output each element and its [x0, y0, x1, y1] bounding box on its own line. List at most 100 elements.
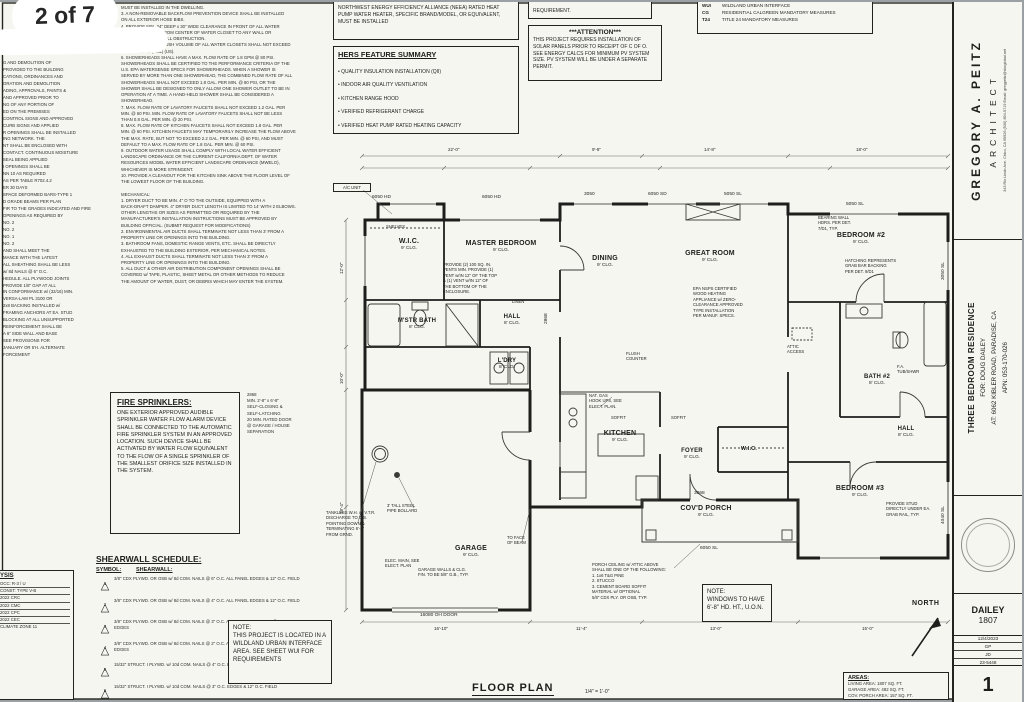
- wood-stove-note: EPA NSPS CERTIFIED WOOD HEATING APPLIANC…: [693, 286, 743, 319]
- grab-bar-backing-note: HATCHING REPRESENTS GRAB BAR BACKING PER…: [845, 258, 897, 274]
- areas-row: LIVING AREA: 1807 SQ. FT.: [848, 681, 903, 686]
- rev-row: GP: [954, 641, 1022, 650]
- analysis-title: YSIS: [0, 573, 14, 579]
- room-label-wic-2: W.I.C.: [740, 446, 758, 452]
- areas-row: GARAGE AREA: 482 SQ. FT.: [848, 687, 905, 693]
- shearwall-symbol-triangle: △6: [100, 687, 110, 700]
- fire-sprinklers-body: ONE EXTERIOR APPROVED AUDIBLE SPRINKLER …: [117, 410, 232, 475]
- legend-label: RESIDENTIAL CALGREEN MANDATORY MEASURES: [722, 9, 836, 15]
- job-model: 1807: [978, 614, 998, 625]
- window-tag: 5050 SL: [724, 192, 742, 197]
- dim-label: 11'-4": [576, 626, 588, 631]
- legend-tag: CG: [702, 9, 709, 15]
- window-tag: 6050 SL: [700, 546, 718, 551]
- analysis-row: OCC: R-3 / U: [0, 581, 26, 586]
- shearwall-row: △1 3/8" CDX PLYWD. OR OSB w/ 8d COM. NAI…: [96, 576, 334, 594]
- dim-label: 10'-0": [339, 372, 344, 384]
- architect-seal: [961, 517, 1015, 572]
- legend-label: TITLE 24 MANDATORY MEASURES: [722, 16, 798, 22]
- interior-walls: [365, 214, 948, 500]
- dim-label: 16'-10": [434, 626, 448, 631]
- dimension-lines: [343, 153, 951, 625]
- window-tag: 3050 SL: [941, 262, 946, 280]
- rev-row: JD: [954, 650, 1022, 658]
- cut-note-box: REQUIREMENT.: [528, 2, 652, 19]
- title-block-stamp: [954, 496, 1022, 594]
- fire-sprinklers-title: FIRE SPRINKLERS:: [117, 398, 192, 407]
- hers-feature-summary-box: HERS FEATURE SUMMARY • QUALITY INSULATIO…: [333, 46, 519, 134]
- shearwall-col-desc: SHEARWALL:: [136, 567, 173, 573]
- linen-label: LINEN: [512, 299, 525, 304]
- title-block-project: THREE BEDROOM RESIDENCE FOR: DOUG DAILEY…: [954, 240, 1022, 496]
- garage-gyp-note: GARAGE WALLS & CLG. FIN. TO BE 5/8" G.B.…: [418, 567, 469, 578]
- face-of-beam-note: TO FACE OF BEAM: [507, 535, 526, 546]
- hers-item: • VERIFIED REFRIGERANT CHARGE: [338, 109, 425, 116]
- general-notes-column: G AND DEMOLITION OF PROVIDED TO THE BUIL…: [3, 60, 92, 358]
- dim-label: 13'-0": [710, 626, 722, 631]
- architect-contact: 343 Rio Lindo Ave. Chico, CA 95926 (530)…: [1003, 49, 1007, 192]
- grab-rail-stud-note: PROVIDE STUD DIRECTLY UNDER EA. GRAB RAI…: [886, 501, 931, 517]
- window-tag: 4040 SL: [941, 506, 946, 524]
- analysis-row: 2022 CRC: [0, 594, 70, 601]
- project-address: AT: 6062 KIBLER ROAD, PARADISE, CA: [991, 310, 998, 425]
- dim-label: 22'-0": [448, 147, 460, 152]
- shearwall-symbol-triangle: △5: [100, 666, 110, 678]
- shelves-label: SHELVES: [386, 224, 406, 229]
- legend-tag: WUI: [702, 3, 711, 8]
- bearing-wall-note: BEARING WALL HDRS. PER DET. 7/D1, TYP.: [818, 215, 852, 231]
- areas-title: AREAS:: [848, 675, 870, 681]
- attention-box: ***ATTENTION*** THIS PROJECT REQUIRES IN…: [528, 25, 662, 81]
- title-block: GREGORY A. PEITZ ARCHITECT 343 Rio Lindo…: [952, 2, 1022, 702]
- hers-item: • VERIFIED HEAT PUMP RATED HEATING CAPAC…: [338, 122, 462, 129]
- fire-sprinklers-box: FIRE SPRINKLERS: ONE EXTERIOR APPROVED A…: [110, 392, 240, 534]
- architect-name: GREGORY A. PEITZ: [969, 40, 983, 201]
- window-tag: 6050 HD: [372, 195, 391, 200]
- page-indicator: 2 of 7: [11, 0, 119, 38]
- rev-row: 12/4/2023: [977, 635, 999, 641]
- analysis-row: CLIMATE ZONE 11: [0, 623, 70, 630]
- garage-door-tag: 16080 OH DOOR: [420, 613, 458, 618]
- shearwall-symbol-triangle: △3: [100, 623, 110, 635]
- legend-label: WILDLAND URBAN INTERFACE: [722, 3, 791, 8]
- north-label: NORTH: [912, 600, 940, 607]
- title-block-revisions: 12/4/2023 GP JD 23-5448: [954, 636, 1022, 666]
- flush-counter-label: FLUSH COUNTER: [626, 351, 647, 362]
- room-label-wic: W.I.C.9' CLG.: [398, 238, 420, 252]
- door-tag: 3068: [694, 491, 705, 496]
- project-title: THREE BEDROOM RESIDENCE: [967, 301, 976, 434]
- soffit-label: SOFFIT: [671, 415, 686, 420]
- north-arrow: [911, 617, 941, 657]
- analysis-row: 2022 CEC: [0, 616, 70, 623]
- window-tag: 5050 SL: [846, 202, 864, 207]
- dim-label: 14'-8": [704, 147, 716, 152]
- leader-lines: [357, 189, 701, 569]
- shearwall-title: SHEARWALL SCHEDULE:: [96, 554, 202, 564]
- window-tag: 6050 SD: [648, 192, 667, 197]
- windows-note-box: NOTE: WINDOWS TO HAVE 6'-8" HD. HT., U.O…: [702, 584, 772, 622]
- dim-label: 15'-0": [862, 626, 874, 631]
- bollard-note: 3' TALL STEEL PIPE BOLLARD: [387, 503, 418, 514]
- shearwall-col-symbol: SYMBOL:: [96, 567, 122, 573]
- cut-note-text: REQUIREMENT.: [533, 8, 571, 15]
- architect-title: ARCHITECT: [988, 73, 998, 168]
- page-indicator-text: 2 of 7: [34, 0, 96, 29]
- shearwall-row: △2 3/8" CDX PLYWD. OR OSB w/ 8d COM. NAI…: [96, 598, 334, 616]
- dim-label: 9'-8": [592, 147, 601, 152]
- wui-note-box: NOTE: THIS PROJECT IS LOCATED IN A WILDL…: [228, 620, 332, 684]
- floor-plan-title: FLOOR PLAN: [472, 682, 554, 696]
- project-for: FOR: DOUG DAILEY: [980, 338, 987, 397]
- areas-box: AREAS: LIVING AREA: 1807 SQ. FT. GARAGE …: [843, 672, 949, 700]
- sheet-number: 1: [982, 673, 994, 696]
